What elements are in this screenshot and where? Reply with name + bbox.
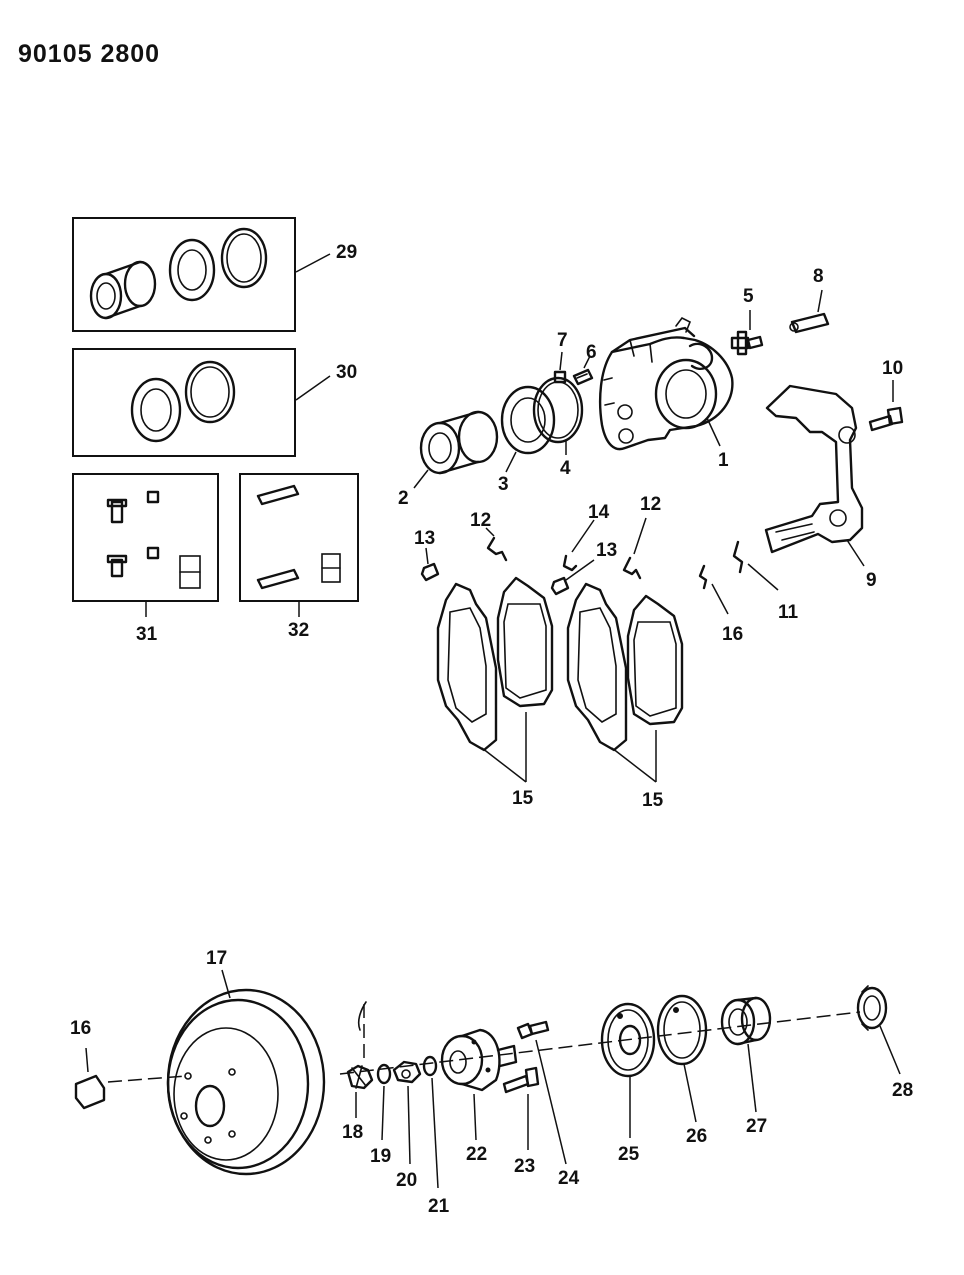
seal-26 [656,994,708,1123]
callout-18: 18 [342,1122,363,1143]
kit-box-31 [72,473,219,617]
callout-22: 22 [466,1144,487,1165]
callout-7: 7 [557,330,568,351]
clip-13-right [550,559,595,596]
rotor-17 [166,969,326,1176]
adapter-9 [764,384,865,567]
callout-23: 23 [514,1156,535,1177]
callout-16-upper: 16 [722,624,743,645]
callout-labels: 1 2 3 4 5 6 7 8 9 10 11 12 12 13 13 14 1… [70,242,913,1217]
callout-21: 21 [428,1196,450,1217]
callout-32: 32 [288,620,309,641]
nut-lock-19 [376,1063,392,1141]
callout-10: 10 [882,358,903,379]
bolt-24 [516,1020,567,1165]
clip-12-right [622,517,647,580]
clip-12-left [485,527,508,562]
piston-2 [413,410,499,489]
caliper-housing-1 [598,316,734,451]
drawing-number: 90105 2800 [18,40,160,68]
bearing-27 [720,996,772,1113]
pin-8 [789,289,830,334]
callout-9: 9 [866,570,877,591]
spring-clip-11 [732,540,779,591]
kit-box-32 [239,473,359,617]
spring-clip-16-upper [698,564,729,615]
callout-11: 11 [778,602,799,623]
callout-2: 2 [398,488,409,509]
callout-12-left: 12 [470,510,491,531]
hub-22 [440,1028,518,1141]
callout-6: 6 [586,342,597,363]
callout-28: 28 [892,1080,913,1101]
callout-19: 19 [370,1146,391,1167]
callout-27: 27 [746,1116,767,1137]
bleeder-6-7 [553,351,594,386]
callout-4: 4 [560,458,571,479]
seal-28 [856,985,901,1075]
callout-15-left: 15 [512,788,534,809]
callout-8: 8 [813,266,824,287]
shield-25 [600,1002,656,1138]
callout-14: 14 [588,502,610,523]
callout-30: 30 [336,362,357,383]
callout-12-right: 12 [640,494,661,515]
callout-24: 24 [558,1168,580,1189]
brake-pad-set-right [566,582,684,783]
callout-25: 25 [618,1144,640,1165]
clip-13-left [420,547,440,582]
callout-29: 29 [336,242,357,263]
callout-20: 20 [396,1170,417,1191]
kit-box-29 [72,217,331,332]
callout-31: 31 [136,624,158,645]
lug-nut-16 [74,1047,106,1110]
washer-21 [422,1055,439,1189]
kit-box-30 [72,348,331,457]
boot-seal-3-4 [500,376,584,473]
callout-16-lower: 16 [70,1018,91,1039]
nut-20 [392,1060,422,1165]
callout-5: 5 [743,286,754,307]
axis-line-stud [107,1075,187,1083]
axis-line-hub [339,1011,861,1075]
callout-13-left: 13 [414,528,435,549]
callout-13-right: 13 [596,540,617,561]
callout-3: 3 [498,474,509,495]
bolt-10 [868,380,904,432]
bolt-23 [502,1066,540,1150]
bushing-5 [730,310,764,356]
cotter-retainer-18 [346,1001,374,1118]
callout-26: 26 [686,1126,707,1147]
clip-14 [562,519,595,572]
callout-17: 17 [206,948,227,969]
callout-15-right: 15 [642,790,664,811]
brake-pad-set-left [436,576,554,783]
callout-1: 1 [718,450,729,471]
